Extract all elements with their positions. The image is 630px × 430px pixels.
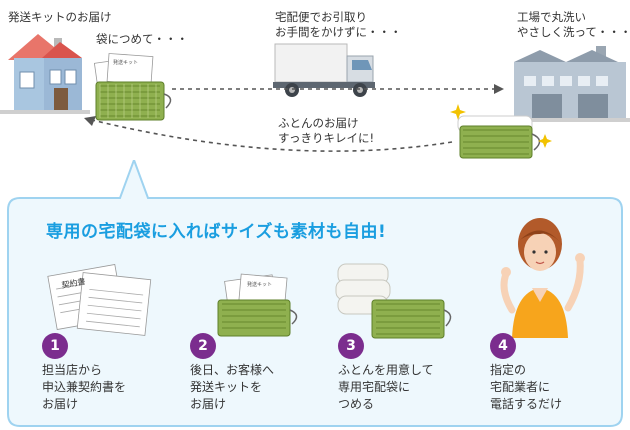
return-label-line2: すっきりキレイに! xyxy=(278,131,375,145)
return-arrow xyxy=(84,116,453,152)
step-badge-2: 2 xyxy=(190,333,216,359)
step-2-text-line2: 発送キットを xyxy=(190,380,263,394)
kit-doc-text: 発送キット xyxy=(247,281,272,288)
panel-title: 専用の宅配袋に入ればサイズも素材も自由! xyxy=(46,222,387,242)
steps-panel: 契約書 発送キット xyxy=(7,160,623,427)
factory-label-line1: 工場で丸洗い xyxy=(517,10,586,24)
kit-bag-icon: 発送キット xyxy=(217,273,298,337)
pickup-arrow xyxy=(172,84,504,94)
step-badge-4: 4 xyxy=(490,333,516,359)
contract-doc-text: 契約書 xyxy=(61,276,86,290)
bag-label: 袋につめて・・・ xyxy=(96,32,188,46)
step-4-text-line2: 宅配業者に xyxy=(490,380,551,394)
woman-icon xyxy=(500,218,585,338)
house-icon xyxy=(0,34,90,114)
step-4-text-line3: 電話するだけ xyxy=(490,397,563,411)
step-3-text-line1: ふとんを用意して xyxy=(338,363,434,377)
step-4-text-line1: 指定の xyxy=(490,363,527,377)
kit-doc-mini-text: 発送キット xyxy=(113,59,138,66)
factory-icon xyxy=(505,46,630,122)
futon-and-bag-icon xyxy=(335,263,452,339)
truck-label-line2: お手間をかけずに・・・ xyxy=(275,25,402,39)
step-3-text-line3: つめる xyxy=(338,397,375,411)
clean-futon-bag-icon xyxy=(457,115,541,159)
step-1-text-line3: お届け xyxy=(42,397,79,411)
step-1-text-line1: 担当店から xyxy=(42,363,103,377)
step-3-text-line2: 専用宅配袋に xyxy=(338,380,411,394)
sparkle-icon xyxy=(450,104,552,148)
step-badge-1: 1 xyxy=(42,333,68,359)
truck-icon xyxy=(273,43,375,97)
panel-callout-frame xyxy=(7,160,623,427)
contract-documents-icon: 契約書 xyxy=(47,264,152,336)
shipping-bag-icon: 発送キット xyxy=(93,53,172,121)
house-label: 発送キットのお届け xyxy=(8,10,112,24)
step-badge-3: 3 xyxy=(338,333,364,359)
step-1-text-line2: 申込兼契約書を xyxy=(42,380,127,394)
factory-label-line2: やさしく洗って・・・ xyxy=(517,25,630,39)
return-label-line1: ふとんのお届け xyxy=(278,116,359,130)
flow-illustration: 発送キット xyxy=(0,34,630,159)
step-2-text-line3: お届け xyxy=(190,397,227,411)
step-2-text-line1: 後日、お客様へ xyxy=(190,363,275,377)
truck-label-line1: 宅配便でお引取り xyxy=(275,10,367,24)
